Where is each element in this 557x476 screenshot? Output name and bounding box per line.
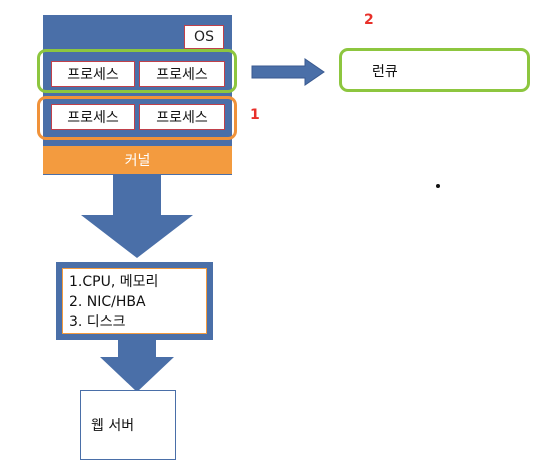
process-box: 프로세스 bbox=[51, 104, 135, 130]
process-group-orange bbox=[37, 96, 237, 140]
process-box: 프로세스 bbox=[51, 61, 135, 87]
stray-dot bbox=[436, 184, 440, 188]
web-server-box: 웹 서버 bbox=[80, 390, 176, 460]
arrow-down-hardware-to-webserver bbox=[100, 340, 174, 392]
marker-1: 1 bbox=[250, 107, 260, 123]
hardware-item-cpu-memory: 1.CPU, 메모리 bbox=[69, 274, 159, 290]
process-group-green bbox=[37, 49, 237, 93]
marker-2: 2 bbox=[364, 12, 374, 28]
run-queue-box: 런큐 bbox=[339, 48, 530, 92]
process-box: 프로세스 bbox=[139, 61, 225, 87]
arrow-down-kernel-to-hardware bbox=[81, 174, 193, 258]
process-box: 프로세스 bbox=[139, 104, 225, 130]
kernel-bar: 커널 bbox=[43, 146, 232, 174]
hardware-item-nic-hba: 2. NIC/HBA bbox=[69, 294, 146, 310]
hardware-item-disk: 3. 디스크 bbox=[69, 314, 126, 330]
hardware-list: 1.CPU, 메모리 2. NIC/HBA 3. 디스크 bbox=[62, 268, 207, 334]
os-label: OS bbox=[184, 25, 224, 49]
arrow-right-to-runqueue bbox=[251, 58, 325, 86]
